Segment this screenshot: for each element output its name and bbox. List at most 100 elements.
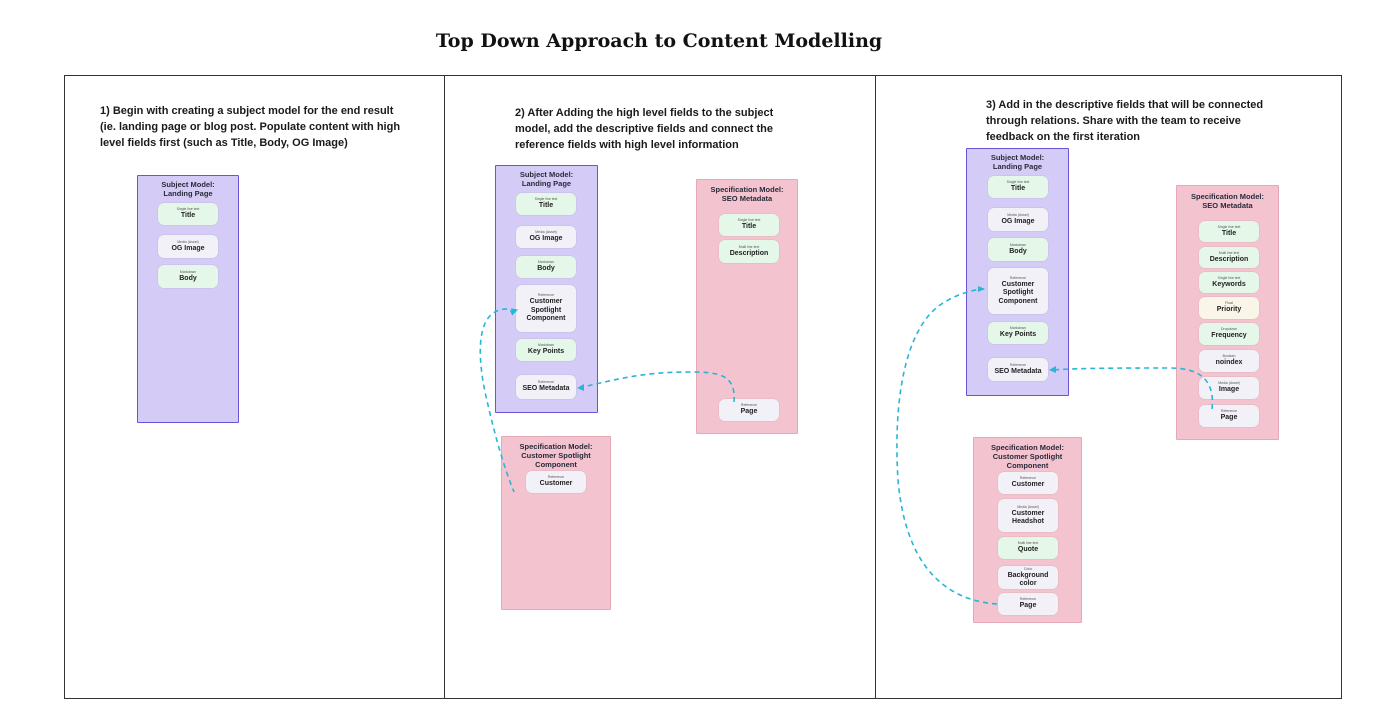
model-title: Subject Model: Landing Page bbox=[519, 170, 574, 188]
diagram-frame bbox=[64, 75, 1342, 699]
field-type: Dropdown bbox=[1221, 327, 1237, 332]
field-name: Title bbox=[1221, 229, 1237, 237]
field-name: Description bbox=[1209, 255, 1249, 263]
field-type: Single line text bbox=[1217, 224, 1241, 229]
field-name: SEO Metadata bbox=[522, 385, 570, 393]
field-type: Single line text bbox=[737, 218, 761, 223]
connector-p2-spotlight bbox=[479, 308, 517, 493]
field-type: Markdown bbox=[1009, 242, 1027, 247]
field-name: Key Points bbox=[999, 331, 1037, 339]
field-name: Keywords bbox=[1212, 280, 1246, 288]
field-name: Body bbox=[537, 265, 555, 273]
field-type: Media (Asset) bbox=[1017, 504, 1039, 509]
field-type: Reference bbox=[547, 475, 565, 480]
field-type: Single line text bbox=[1217, 275, 1241, 280]
field-type: Media (Asset) bbox=[1218, 381, 1240, 386]
panel2-spotlight-model: Specification Model: Customer Spotlight … bbox=[501, 436, 611, 610]
field-type: Markdown bbox=[537, 260, 555, 265]
field-type: Media (Asset) bbox=[535, 230, 557, 235]
model-title: Subject Model: Landing Page bbox=[161, 180, 215, 198]
field-type: Markdown bbox=[179, 269, 197, 274]
field-type: Reference bbox=[537, 293, 555, 298]
field-type: Reference bbox=[1009, 275, 1027, 280]
field-name: Quote bbox=[1017, 546, 1039, 554]
field-type: Reference bbox=[1019, 476, 1037, 481]
field-type: Single line text bbox=[1006, 180, 1030, 185]
connector-p3-seo bbox=[1049, 367, 1214, 410]
field-card: Media (Asset)Image bbox=[1199, 377, 1259, 399]
step-3-text: 3) Add in the descriptive fields that wi… bbox=[986, 99, 1264, 143]
field-name: Page bbox=[1220, 414, 1238, 422]
field-name: Customer Spotlight Component bbox=[998, 280, 1038, 305]
field-card: Media (Asset)OG Image bbox=[988, 208, 1048, 231]
field-name: Key Points bbox=[527, 348, 565, 356]
field-type: Multi line text bbox=[1218, 250, 1240, 255]
step-1-text: 1) Begin with creating a subject model f… bbox=[100, 105, 401, 149]
field-card: Media (Asset)OG Image bbox=[158, 235, 218, 258]
connector-p2-seo bbox=[577, 371, 735, 403]
field-type: Media (Asset) bbox=[1007, 212, 1029, 217]
field-type: Reference bbox=[537, 380, 555, 385]
field-name: OG Image bbox=[171, 244, 205, 252]
panel3-spotlight-model: Specification Model: Customer Spotlight … bbox=[973, 437, 1082, 623]
field-type: Multi line text bbox=[1017, 541, 1039, 546]
model-title: Specification Model: Customer Spotlight … bbox=[519, 442, 593, 469]
model-title: Specification Model: SEO Metadata bbox=[1191, 192, 1264, 210]
field-name: Title bbox=[538, 202, 554, 210]
field-type: Markdown bbox=[1009, 326, 1027, 331]
field-card: Media (Asset)OG Image bbox=[516, 226, 576, 248]
field-name: Priority bbox=[1216, 306, 1242, 314]
panel-divider-1 bbox=[444, 75, 445, 699]
field-name: Title bbox=[741, 223, 757, 231]
field-name: Page bbox=[740, 408, 758, 416]
field-name: Body bbox=[1009, 247, 1027, 255]
field-name: Title bbox=[1010, 185, 1026, 193]
field-type: Multi line text bbox=[738, 244, 760, 249]
field-name: Customer bbox=[539, 480, 573, 488]
field-name: SEO Metadata bbox=[994, 367, 1042, 375]
field-type: Single line text bbox=[534, 197, 558, 202]
field-name: Body bbox=[179, 274, 197, 282]
field-type: Reference bbox=[740, 403, 758, 408]
field-name: Customer Spotlight Component bbox=[526, 298, 566, 323]
field-card: Media (Asset)Customer Headshot bbox=[998, 499, 1058, 532]
model-title: Specification Model: SEO Metadata bbox=[710, 185, 784, 203]
field-name: Title bbox=[180, 212, 196, 220]
field-type: Reference bbox=[1019, 597, 1037, 602]
field-name: noindex bbox=[1215, 359, 1243, 367]
arrowhead bbox=[577, 384, 584, 391]
field-type: Boolean bbox=[1222, 354, 1236, 359]
model-title: Subject Model: Landing Page bbox=[990, 153, 1045, 171]
field-type: Single line text bbox=[176, 207, 200, 212]
page-title: Top Down Approach to Content Modelling bbox=[435, 30, 883, 52]
connector-p3-spotlight bbox=[896, 288, 998, 605]
arrowhead bbox=[509, 309, 519, 316]
field-name: Image bbox=[1218, 386, 1240, 394]
